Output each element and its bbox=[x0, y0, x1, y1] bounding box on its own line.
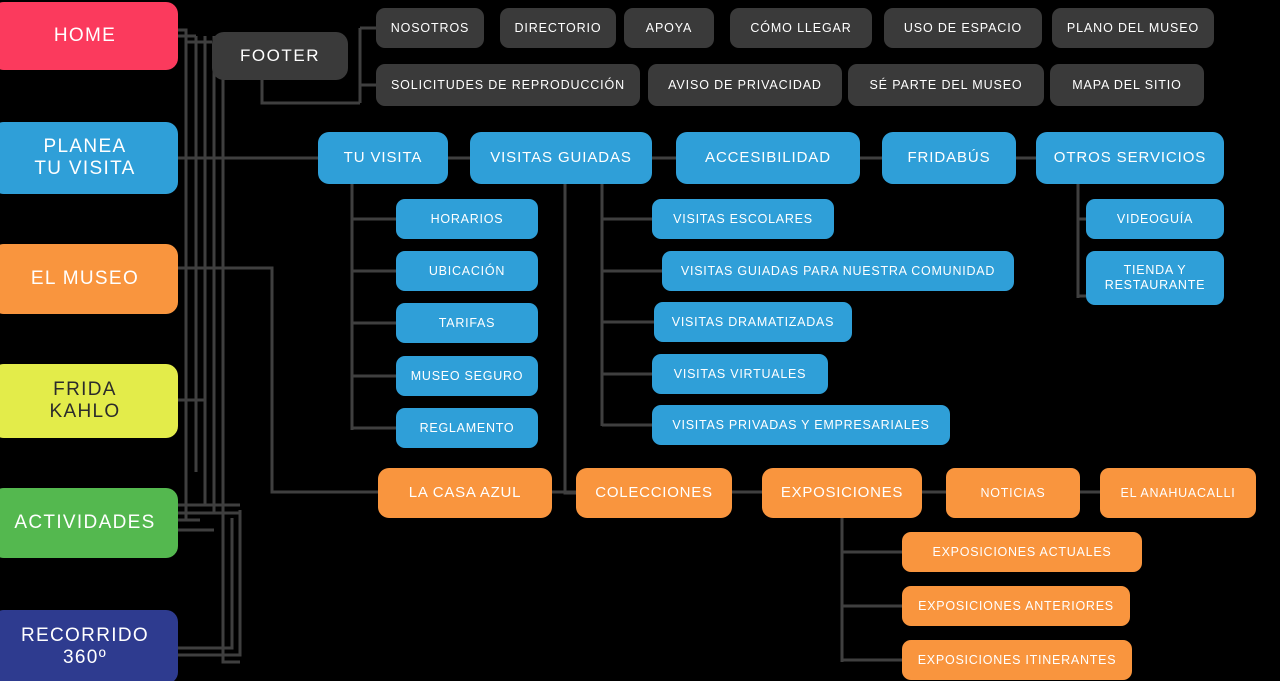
link-visitas-virtuales[interactable]: VISITAS VIRTUALES bbox=[652, 354, 828, 394]
link-visitas-guiadas-comunidad[interactable]: VISITAS GUIADAS PARA NUESTRA COMUNIDAD bbox=[662, 251, 1014, 291]
link-ubicacion[interactable]: UBICACIÓN bbox=[396, 251, 538, 291]
section-fridabus[interactable]: FRIDABÚS bbox=[882, 132, 1016, 184]
footer-link-mapa-del-sitio[interactable]: MAPA DEL SITIO bbox=[1050, 64, 1204, 106]
section-colecciones[interactable]: COLECCIONES bbox=[576, 468, 732, 518]
footer-link-plano-del-museo[interactable]: PLANO DEL MUSEO bbox=[1052, 8, 1214, 48]
section-noticias[interactable]: NOTICIAS bbox=[946, 468, 1080, 518]
section-tu-visita[interactable]: TU VISITA bbox=[318, 132, 448, 184]
link-visitas-privadas-empresariales[interactable]: VISITAS PRIVADAS Y EMPRESARIALES bbox=[652, 405, 950, 445]
link-videoguia[interactable]: VIDEOGUÍA bbox=[1086, 199, 1224, 239]
section-accesibilidad[interactable]: ACCESIBILIDAD bbox=[676, 132, 860, 184]
section-otros-servicios[interactable]: OTROS SERVICIOS bbox=[1036, 132, 1224, 184]
nav-item-frida-kahlo[interactable]: FRIDA KAHLO bbox=[0, 364, 178, 438]
link-reglamento[interactable]: REGLAMENTO bbox=[396, 408, 538, 448]
link-exposiciones-itinerantes[interactable]: EXPOSICIONES ITINERANTES bbox=[902, 640, 1132, 680]
link-exposiciones-anteriores[interactable]: EXPOSICIONES ANTERIORES bbox=[902, 586, 1130, 626]
nav-item-planea-tu-visita[interactable]: PLANEA TU VISITA bbox=[0, 122, 178, 194]
link-visitas-escolares[interactable]: VISITAS ESCOLARES bbox=[652, 199, 834, 239]
link-horarios[interactable]: HORARIOS bbox=[396, 199, 538, 239]
footer-link-directorio[interactable]: DIRECTORIO bbox=[500, 8, 616, 48]
footer-link-se-parte-del-museo[interactable]: SÉ PARTE DEL MUSEO bbox=[848, 64, 1044, 106]
footer-link-como-llegar[interactable]: CÓMO LLEGAR bbox=[730, 8, 872, 48]
link-museo-seguro[interactable]: MUSEO SEGURO bbox=[396, 356, 538, 396]
section-exposiciones[interactable]: EXPOSICIONES bbox=[762, 468, 922, 518]
nav-item-home[interactable]: HOME bbox=[0, 2, 178, 70]
link-exposiciones-actuales[interactable]: EXPOSICIONES ACTUALES bbox=[902, 532, 1142, 572]
footer-link-nosotros[interactable]: NOSOTROS bbox=[376, 8, 484, 48]
section-la-casa-azul[interactable]: LA CASA AZUL bbox=[378, 468, 552, 518]
nav-item-actividades[interactable]: ACTIVIDADES bbox=[0, 488, 178, 558]
footer-node[interactable]: FOOTER bbox=[212, 32, 348, 80]
footer-link-solicitudes-de-reproduccion[interactable]: SOLICITUDES DE REPRODUCCIÓN bbox=[376, 64, 640, 106]
nav-item-recorrido-360[interactable]: RECORRIDO 360º bbox=[0, 610, 178, 681]
nav-item-el-museo[interactable]: EL MUSEO bbox=[0, 244, 178, 314]
link-visitas-dramatizadas[interactable]: VISITAS DRAMATIZADAS bbox=[654, 302, 852, 342]
link-tienda-y-restaurante[interactable]: TIENDA Y RESTAURANTE bbox=[1086, 251, 1224, 305]
section-el-anahuacalli[interactable]: EL ANAHUACALLI bbox=[1100, 468, 1256, 518]
link-tarifas[interactable]: TARIFAS bbox=[396, 303, 538, 343]
footer-link-uso-de-espacio[interactable]: USO DE ESPACIO bbox=[884, 8, 1042, 48]
footer-link-aviso-de-privacidad[interactable]: AVISO DE PRIVACIDAD bbox=[648, 64, 842, 106]
section-visitas-guiadas[interactable]: VISITAS GUIADAS bbox=[470, 132, 652, 184]
footer-link-apoya[interactable]: APOYA bbox=[624, 8, 714, 48]
